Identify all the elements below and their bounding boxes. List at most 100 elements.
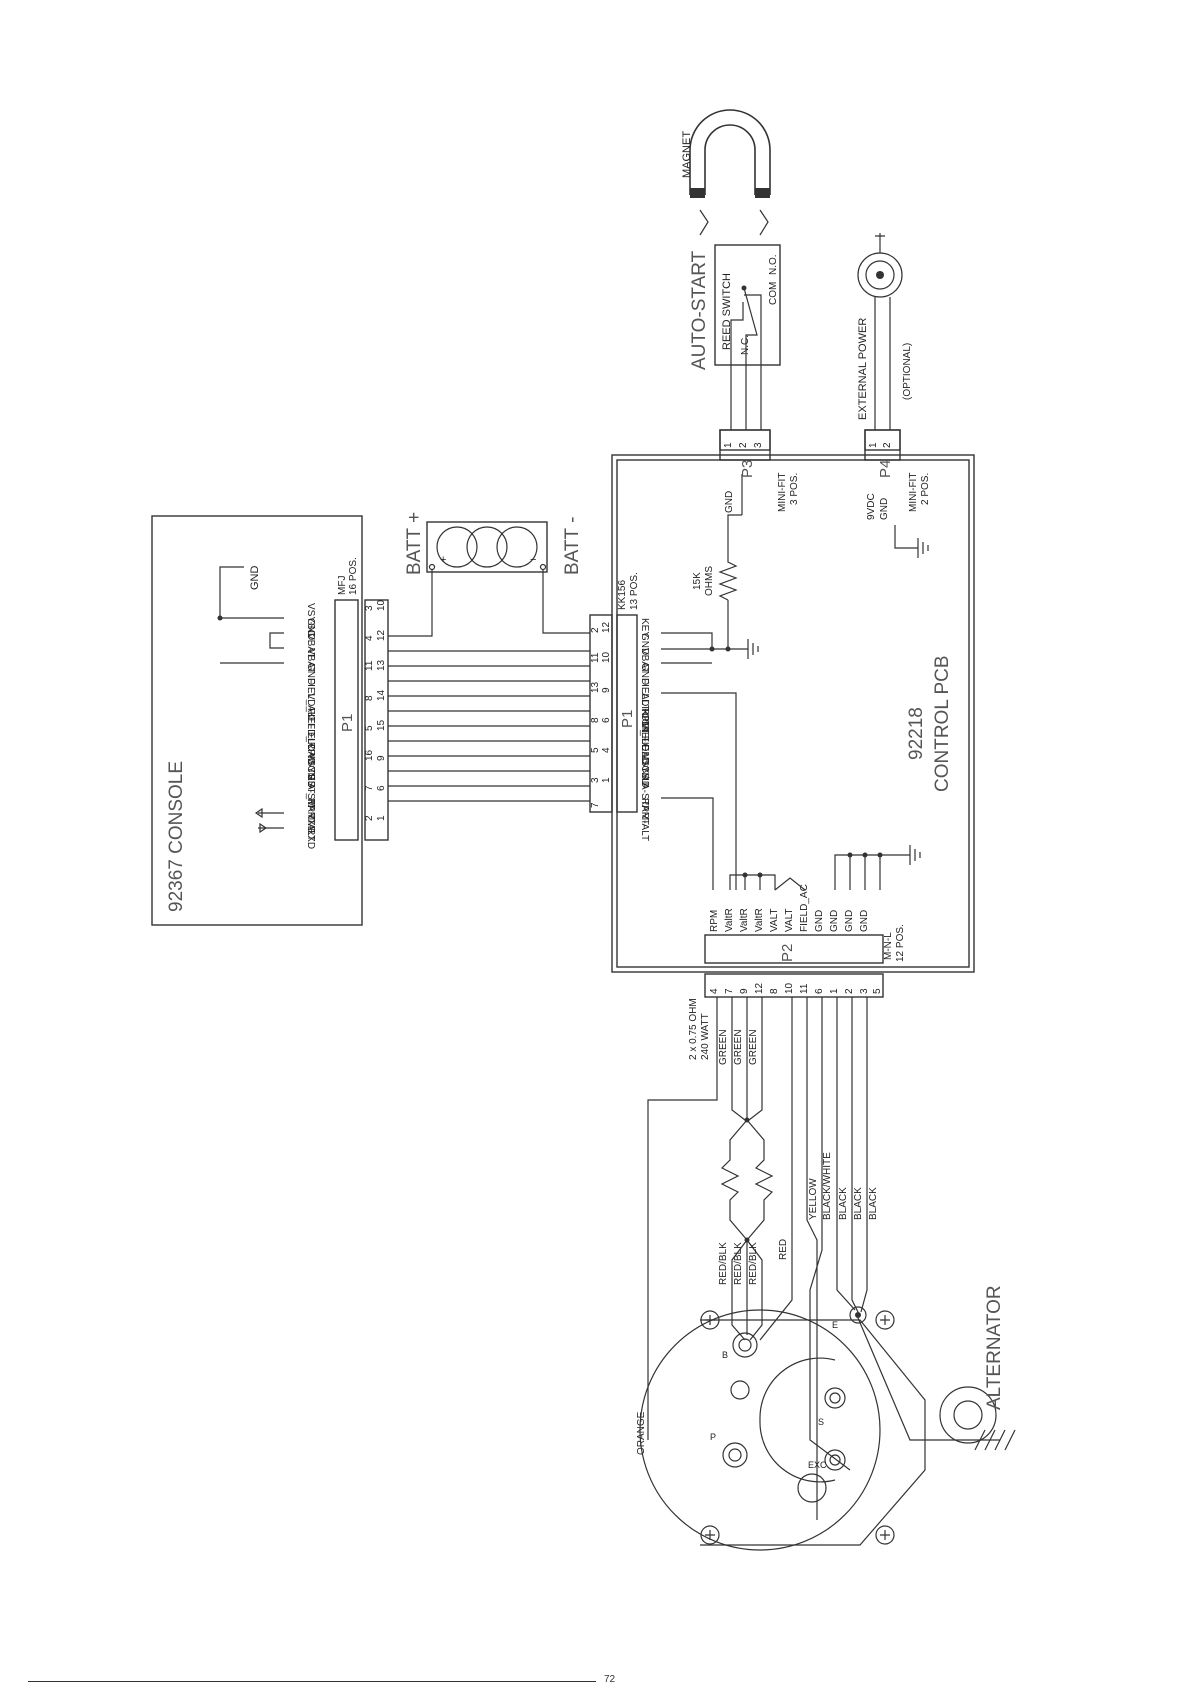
- pcb-gnd-trace: [661, 632, 713, 650]
- external-power-block: EXTERNAL POWER (OPTIONAL): [857, 233, 913, 430]
- console-signal: TEST_M: [305, 768, 316, 807]
- junction-dot: [217, 615, 223, 621]
- pcb-p2-pin: 2: [844, 988, 855, 994]
- pcb-p1-pin: 1: [601, 777, 612, 783]
- pcb-p2-signal: RPM: [709, 910, 720, 932]
- console-signal: VSYSC: [305, 603, 316, 637]
- p2-gnd-trace: [834, 854, 881, 890]
- console-pin: 2: [364, 815, 375, 821]
- pcb-p4-pin: 1: [868, 442, 879, 448]
- pcb-p2-signals: RPM ValtR ValtR ValtR VALT VALT FIELD_AC…: [709, 884, 870, 932]
- reed-switch-box: [714, 244, 781, 366]
- pcb-p3-pin-strip: [719, 429, 771, 451]
- bolt-icon: [705, 1315, 715, 1325]
- batt-pos-terminal: [428, 563, 436, 571]
- junction-dot: [847, 852, 853, 858]
- black-wire: [851, 997, 859, 1313]
- battery-plus-sign: +: [440, 554, 446, 566]
- pcb-p2-signal: GND: [829, 910, 840, 932]
- battery-block: + − BATT + BATT -: [388, 512, 590, 637]
- pcb-p1-pin: 12: [601, 621, 612, 633]
- alternator-harness: 2 x 0.75 OHM 240 WATT GREEN GREEN GREEN …: [636, 997, 1016, 1520]
- green-wire: [748, 997, 763, 1121]
- magnetic-field-icon: [759, 209, 769, 236]
- pcb-p2-signal: GND: [814, 910, 825, 932]
- pcb-p1-signal: VSYS: [639, 753, 650, 780]
- pcb-p2-pin: 6: [814, 988, 825, 994]
- ext-power-note: (OPTIONAL): [902, 343, 913, 400]
- wire-color-label: GREEN: [718, 1029, 729, 1065]
- terminal-b-label: B: [722, 1350, 728, 1360]
- console-block: 92367 CONSOLE P1 MFJ 16 POS. VSYSC GND V…: [151, 515, 389, 926]
- wire-color-label: BLACK: [868, 1187, 879, 1220]
- yellow-wire: [806, 997, 818, 1520]
- red-wire: [759, 997, 793, 1341]
- red-blk-wire: [731, 1239, 748, 1341]
- pcb-p1-pin: 3: [590, 777, 601, 783]
- pcb-p3-pin: 1: [723, 442, 734, 448]
- pcb-p3-type: MINI-FIT: [777, 473, 788, 512]
- wire-color-label: GREEN: [733, 1029, 744, 1065]
- junction-dot: [742, 872, 748, 878]
- pcb-p2-pin: 8: [769, 988, 780, 994]
- ext-power-wire: [874, 297, 891, 430]
- alternator-mount-lug: [939, 1386, 997, 1444]
- pcb-p1-pin: 2: [590, 627, 601, 633]
- pcb-p4-label: P4: [877, 460, 894, 478]
- pcb-p1-pin: 9: [601, 687, 612, 693]
- black-wire: [860, 997, 868, 1313]
- resistor-value: 15K: [692, 572, 703, 590]
- bolt-icon: [880, 1530, 890, 1540]
- alt-out-trace: [661, 692, 737, 890]
- footer-rule: [28, 1681, 596, 1682]
- wire-color-label: BLACK: [838, 1187, 849, 1220]
- console-gnd-label: GND: [249, 566, 261, 591]
- pcb-p2-pin: 11: [799, 983, 810, 994]
- pcb-p1-signal: RPM_FIELD: [639, 708, 650, 764]
- pcb-p1-type: KK156: [617, 580, 628, 610]
- pcb-p1-pin: 8: [590, 717, 601, 723]
- console-gnd-wire: [219, 566, 284, 619]
- pcb-p4-type: MINI-FIT: [908, 473, 919, 512]
- bolt-icon: [705, 1530, 715, 1540]
- pcb-p2-pin-strip: [704, 973, 884, 998]
- pcb-p4-signal: 9VDC: [866, 493, 877, 520]
- reed-com-label: COM: [768, 282, 779, 305]
- ground-symbol-icon: [747, 639, 759, 659]
- rpm-alt-trace: [661, 797, 714, 890]
- pcb-p2-pin: 12: [754, 982, 765, 994]
- console-pin: 4: [364, 635, 375, 641]
- control-pcb-block: 92218 CONTROL PCB P1 KK156 13 POS. 2 12 …: [589, 429, 975, 998]
- terminal-s-label: S: [818, 1417, 824, 1427]
- pcb-p3-pin: 3: [753, 442, 764, 448]
- pcb-p1-pin: 5: [590, 747, 601, 753]
- pcb-p2-signal: GND: [844, 910, 855, 932]
- console-p1-housing: [334, 599, 359, 841]
- console-signal: LOADCMD: [305, 738, 316, 788]
- battery-cell: [466, 526, 508, 568]
- console-outline: [151, 515, 363, 926]
- pcb-p2-pin: 7: [724, 988, 735, 994]
- pcb-p3-pin: 2: [738, 442, 749, 448]
- console-pin: 7: [364, 785, 375, 791]
- magnet-pole: [755, 188, 770, 198]
- magnet-pole: [690, 188, 705, 198]
- red-blk-wire: [746, 1239, 763, 1341]
- pcb-p4-pin: 2: [882, 442, 893, 448]
- terminal-s-stud: [829, 1392, 841, 1404]
- terminal-exc-stud: [829, 1454, 841, 1466]
- autostart-block: AUTO-START REED SWITCH N.C. COM N.O. MAG…: [681, 109, 781, 430]
- pcb-p1-pin-strip: [589, 614, 613, 813]
- reed-contact-dot: [741, 285, 747, 291]
- wire-color-label: RED/BLK: [733, 1242, 744, 1285]
- wire-color-label: GREEN: [748, 1029, 759, 1065]
- ground-symbol-icon: [894, 525, 929, 558]
- console-pin: 13: [376, 659, 387, 671]
- page-number: 72: [604, 1674, 616, 1685]
- pcb-p2-signal: ValtR: [739, 908, 750, 932]
- pcb-p1-signal: VBAT: [639, 648, 650, 673]
- dc-jack-lead: [875, 233, 885, 253]
- console-signal: FIELD: [305, 723, 316, 751]
- valt-switch-icon: [774, 877, 806, 891]
- pcb-p1-signal: RPM-ALT: [639, 798, 650, 841]
